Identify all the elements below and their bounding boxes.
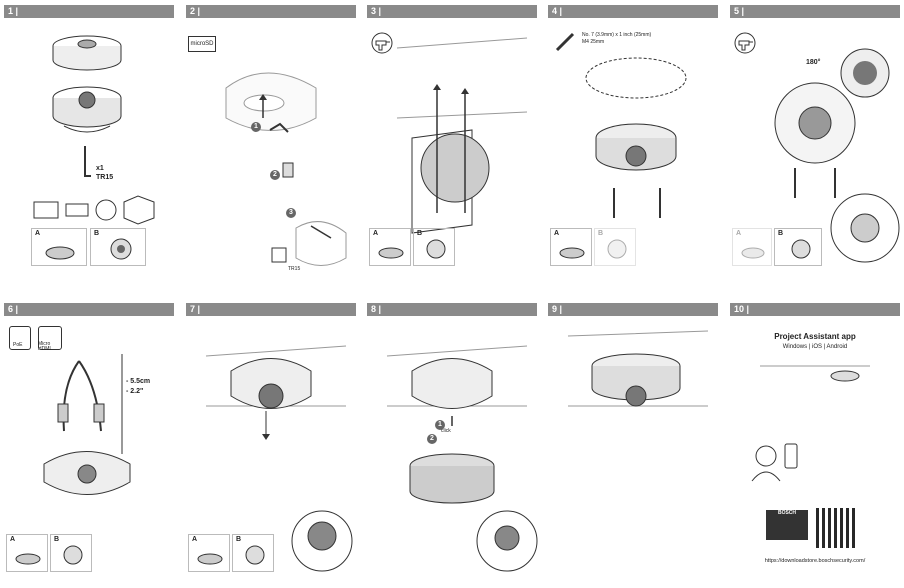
- step-1-panel: 1 | x1 TR15 A B: [4, 5, 174, 285]
- installed-camera-illustration: [567, 330, 709, 407]
- app-platforms: Windows | iOS | Android: [782, 344, 848, 350]
- callout-1: 1: [435, 420, 445, 430]
- step-10-header: 10 |: [730, 303, 900, 316]
- callout-1: 1: [251, 122, 261, 132]
- hdmi-port-icon: [38, 326, 62, 350]
- qr-code: [816, 508, 856, 548]
- poe-label: PoE: [13, 342, 23, 348]
- torx-label: TR15: [288, 266, 301, 272]
- step-4-panel: 4 | No. 7 (3.9mm) x 1 inch (25mm) M4 25m…: [548, 5, 718, 285]
- cable-length-cm: - 5.5cm: [126, 378, 151, 385]
- variant-a-box: A: [188, 534, 230, 572]
- step-6-panel: 6 | PoE Micro HDMI - 5.5cm - 2.2" A B: [4, 303, 174, 583]
- step-10-panel: 10 | Project Assistant app Windows | iOS…: [730, 303, 900, 583]
- mounting-illustration: [585, 57, 687, 218]
- callout-2: 2: [270, 170, 280, 180]
- cover-attach-illustration: [386, 345, 538, 572]
- camera-attach-illustration: [205, 345, 353, 572]
- step-3-header: 3 |: [367, 5, 537, 18]
- cable-connection-illustration: [43, 354, 131, 495]
- rotation-label: 180°: [806, 59, 821, 66]
- step-2-panel: 2 | microSD 1 2 3 TR15: [186, 5, 356, 285]
- cable-length-inch: - 2.2": [126, 388, 144, 395]
- torx-size: TR15: [96, 174, 114, 181]
- step-7-panel: 7 | A B: [186, 303, 356, 583]
- variant-a-box: A: [6, 534, 48, 572]
- step-5-panel: 5 | 180° A B: [730, 5, 900, 285]
- step-1-header: 1 |: [4, 5, 174, 18]
- step-3-panel: 3 | A B: [367, 5, 537, 285]
- wall-mount-illustration: [774, 48, 900, 263]
- torx-quantity: x1: [96, 165, 104, 172]
- step-8-header: 8 |: [367, 303, 537, 316]
- drill-icon: [371, 32, 393, 54]
- app-title: Project Assistant app: [774, 332, 856, 341]
- poe-port-icon: [9, 326, 31, 350]
- screw-spec-2: M4 25mm: [582, 39, 605, 45]
- variant-b-box: B: [774, 228, 822, 266]
- step-9-header: 9 |: [548, 303, 718, 316]
- variant-a-box: A: [550, 228, 592, 266]
- step-5-header: 5 |: [730, 5, 900, 18]
- step-8-panel: 8 | 1 2 click: [367, 303, 538, 583]
- torx-key-icon: [84, 146, 91, 177]
- variant-a-box: A: [732, 228, 772, 266]
- microsd-insertion-illustration: [225, 72, 347, 266]
- drill-icon: [734, 32, 756, 54]
- step-7-header: 7 |: [186, 303, 356, 316]
- bosch-logo-box: BOSCH: [766, 510, 808, 540]
- screw-spec-1: No. 7 (3.9mm) x 1 inch (25mm): [582, 32, 652, 38]
- download-url[interactable]: https://downloadstore.boschsecurity.com/: [764, 558, 866, 564]
- step-4-header: 4 |: [548, 5, 718, 18]
- step-2-header: 2 |: [186, 5, 356, 18]
- drilling-template-illustration: [396, 37, 528, 234]
- camera-exploded-illustration: [52, 35, 122, 133]
- click-label: click: [441, 428, 451, 434]
- variant-b-box: B: [50, 534, 92, 572]
- variant-a-box: A: [369, 228, 411, 266]
- variant-b-box: B: [594, 228, 636, 266]
- step-6-header: 6 |: [4, 303, 174, 316]
- variant-b-box: B: [413, 228, 455, 266]
- callout-2: 2: [427, 434, 437, 444]
- accessories-icon: [33, 195, 155, 225]
- screw-icon: [555, 32, 575, 52]
- callout-3: 3: [286, 208, 296, 218]
- hdmi-label: Micro HDMI: [38, 341, 51, 352]
- variant-b-box: B: [90, 228, 146, 266]
- app-illustration: [751, 365, 870, 482]
- step-9-panel: 9 |: [548, 303, 718, 583]
- variant-b-box: B: [232, 534, 274, 572]
- microsd-card-icon: microSD: [188, 36, 216, 52]
- variant-a-box: A: [31, 228, 87, 266]
